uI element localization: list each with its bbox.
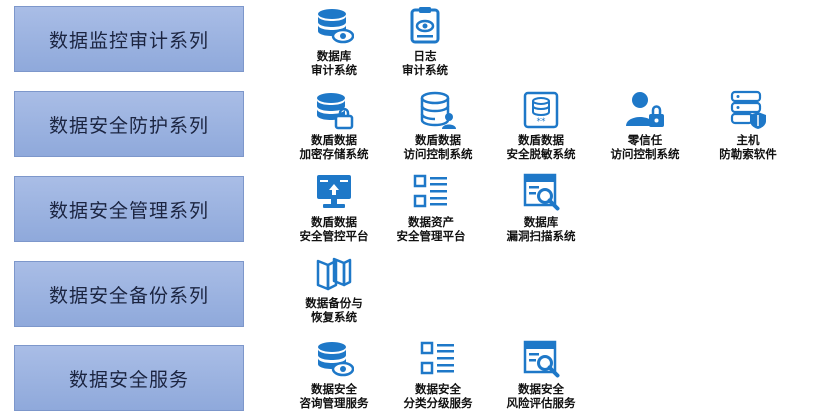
series-title: 数据安全备份系列 xyxy=(14,261,244,327)
series-title: 数据安全防护系列 xyxy=(14,91,244,157)
product-label: 数据库 审计系统 xyxy=(311,51,357,77)
product-log-audit[interactable]: 日志 审计系统 xyxy=(370,6,480,78)
product-data-masking[interactable]: ** 数盾数据 安全脱敏系统 xyxy=(486,90,596,162)
database-eye-icon xyxy=(318,9,354,44)
product-anti-ransomware[interactable]: 主机 防勒索软件 xyxy=(693,90,803,162)
product-classification-service[interactable]: 数据安全 分类分级服务 xyxy=(383,339,493,411)
scan-search-icon xyxy=(523,340,560,378)
database-mask-icon: ** xyxy=(523,91,559,129)
product-backup-restore[interactable]: 数据备份与 恢复系统 xyxy=(279,253,389,325)
series-title: 数据监控审计系列 xyxy=(14,6,244,72)
product-encrypted-storage[interactable]: 数盾数据 加密存储系统 xyxy=(279,90,389,162)
product-consulting-service[interactable]: 数据安全 咨询管理服务 xyxy=(279,339,389,411)
product-access-control[interactable]: 数盾数据 访问控制系统 xyxy=(383,90,493,162)
person-lock-icon xyxy=(626,92,664,127)
product-control-platform[interactable]: 数盾数据 安全管控平台 xyxy=(279,172,389,244)
product-label: 数据安全 风险评估服务 xyxy=(506,384,576,410)
product-label: 主机 防勒索软件 xyxy=(719,135,777,161)
product-risk-assessment-service[interactable]: 数据安全 风险评估服务 xyxy=(486,339,596,411)
product-vuln-scan[interactable]: 数据库 漏洞扫描系统 xyxy=(486,172,596,244)
product-database-audit[interactable]: 数据库 审计系统 xyxy=(279,6,389,78)
product-label: 数据安全 分类分级服务 xyxy=(403,384,473,410)
scan-search-icon xyxy=(523,173,560,211)
product-label: 数盾数据 加密存储系统 xyxy=(299,135,369,161)
product-label: 数据资产 安全管理平台 xyxy=(396,217,466,243)
svg-text:**: ** xyxy=(537,117,547,127)
product-label: 数据备份与 恢复系统 xyxy=(305,298,363,324)
product-asset-management[interactable]: 数据资产 安全管理平台 xyxy=(376,172,486,244)
backup-restore-icon xyxy=(316,257,352,291)
product-label: 日志 审计系统 xyxy=(402,51,448,77)
product-label: 零信任 访问控制系统 xyxy=(610,135,680,161)
database-lock-icon xyxy=(317,93,354,130)
product-label: 数据安全 咨询管理服务 xyxy=(299,384,369,410)
database-person-icon xyxy=(420,91,456,129)
log-clipboard-icon xyxy=(410,7,440,44)
product-label: 数盾数据 访问控制系统 xyxy=(403,135,473,161)
server-shield-icon xyxy=(730,90,766,129)
product-label: 数盾数据 安全管控平台 xyxy=(299,217,369,243)
product-label: 数据库 漏洞扫描系统 xyxy=(506,217,576,243)
series-title: 数据安全管理系列 xyxy=(14,176,244,242)
list-grid-icon xyxy=(420,341,454,375)
list-grid-icon xyxy=(413,174,447,208)
product-zero-trust[interactable]: 零信任 访问控制系统 xyxy=(590,90,700,162)
monitor-platform-icon xyxy=(317,175,351,208)
database-eye-icon xyxy=(318,342,354,377)
series-title: 数据安全服务 xyxy=(14,345,244,411)
product-label: 数盾数据 安全脱敏系统 xyxy=(506,135,576,161)
